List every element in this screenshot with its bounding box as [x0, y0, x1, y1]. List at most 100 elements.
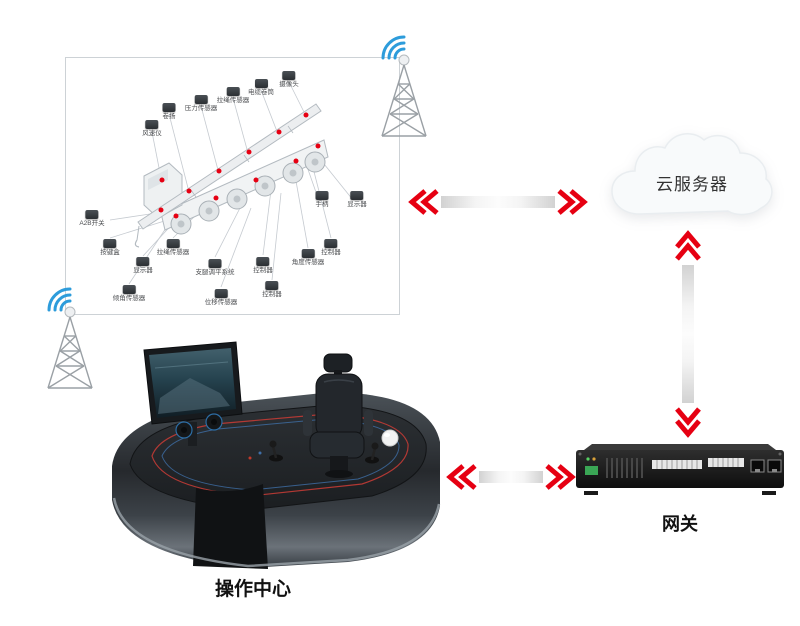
component-label: 显示器 — [347, 201, 367, 208]
tower-lattice — [47, 316, 93, 389]
component-label: 控制器 — [321, 249, 341, 256]
arrow-left-icon — [446, 464, 477, 490]
console-label: 操作中心 — [214, 579, 291, 600]
component-outrigger-leveling: 支腿调平系统 — [196, 259, 235, 277]
crane-sensor-panel: 卷扬 压力传感器 拉绳传感器 电缆卷筒 摄像头 风速仪 A2B开关 手柄 显示器… — [65, 57, 400, 315]
component-label: 角度传感器 — [291, 259, 325, 266]
component-label: 拉绳传感器 — [216, 97, 250, 104]
component-icon — [315, 191, 329, 200]
component-label: 显示器 — [133, 267, 153, 274]
component-icon — [254, 79, 268, 88]
gateway-node: 网关 — [570, 440, 790, 536]
vent-slots — [606, 458, 643, 478]
crane-truck-illustration — [109, 81, 354, 288]
component-angle-sensor: 角度传感器 — [291, 249, 325, 267]
tower-lattice — [381, 64, 427, 137]
link-band — [441, 196, 555, 208]
white-dome-control — [381, 429, 399, 447]
component-winch: 卷扬 — [162, 103, 176, 121]
component-icon — [122, 285, 136, 294]
screen-scene — [158, 378, 230, 414]
component-icon — [324, 239, 338, 248]
console-entry-opening — [193, 484, 268, 569]
signal-tower-icon — [47, 287, 93, 389]
component-label: 电缆卷筒 — [248, 89, 274, 96]
component-label: 卷扬 — [162, 113, 176, 120]
joystick-left — [269, 440, 283, 462]
component-rope-sensor-2: 拉绳传感器 — [156, 239, 190, 257]
blue-trim-line — [161, 418, 400, 491]
component-controller-2: 控制器 — [253, 257, 273, 275]
component-display-2: 显示器 — [133, 257, 153, 275]
component-icon — [350, 191, 364, 200]
link-console-to-gateway — [446, 464, 576, 490]
component-a2b-switch: A2B开关 — [79, 210, 105, 228]
component-icon — [166, 239, 180, 248]
component-label: 倾角传感器 — [112, 295, 146, 302]
component-icon — [162, 103, 176, 112]
component-keypad: 按键盒 — [100, 239, 120, 257]
gateway-device — [576, 444, 784, 495]
component-icon — [265, 281, 279, 290]
operator-seat — [303, 353, 373, 478]
terminal-strips — [652, 458, 744, 469]
component-label: 拉绳传感器 — [156, 249, 190, 256]
component-controller-1: 控制器 — [321, 239, 341, 257]
joystick-right — [365, 442, 379, 464]
link-panel-to-cloud — [408, 189, 588, 215]
arrow-left-icon — [408, 189, 439, 215]
sensor-point-markers — [158, 112, 321, 219]
component-icon — [226, 87, 240, 96]
component-label: 控制器 — [262, 291, 282, 298]
arrow-right-icon — [545, 464, 576, 490]
link-band — [682, 265, 694, 403]
component-icon — [256, 257, 270, 266]
component-display: 显示器 — [347, 191, 367, 209]
signal-tower-icon — [381, 35, 427, 137]
arrow-right-icon — [557, 189, 588, 215]
component-rope-sensor: 拉绳传感器 — [216, 87, 250, 105]
component-label: 摄像头 — [279, 81, 299, 88]
component-anemometer: 风速仪 — [142, 120, 162, 138]
cloud-icon — [611, 132, 773, 216]
component-icon — [301, 249, 315, 258]
monitor-stand — [188, 422, 197, 446]
component-icon — [194, 95, 208, 104]
wheel-hubs — [177, 158, 319, 228]
component-label: 按键盒 — [100, 249, 120, 256]
wifi-signal-icon — [381, 35, 406, 60]
component-pressure-sensor: 压力传感器 — [184, 95, 218, 113]
component-label: 风速仪 — [142, 130, 162, 137]
link-cloud-to-gateway — [675, 230, 701, 438]
component-tilt-sensor: 倾角传感器 — [112, 285, 146, 303]
component-icon — [85, 210, 99, 219]
component-camera: 摄像头 — [279, 71, 299, 89]
component-icon — [145, 120, 159, 129]
wifi-signal-icon — [47, 287, 72, 312]
operator-console-device — [112, 341, 441, 569]
component-icon — [214, 289, 228, 298]
component-displacement-sensor: 位移传感器 — [204, 289, 238, 307]
base-rim — [112, 497, 441, 568]
cloud-server-node: 云服务器 — [602, 122, 782, 232]
component-label: 位移传感器 — [204, 299, 238, 306]
arrow-up-icon — [675, 230, 701, 261]
link-band — [479, 471, 543, 483]
component-label: 压力传感器 — [184, 105, 218, 112]
cloud-server-label: 云服务器 — [656, 175, 728, 195]
component-label: 支腿调平系统 — [195, 269, 235, 276]
operation-console-node — [100, 338, 450, 573]
component-icon — [136, 257, 150, 266]
gateway-label: 网关 — [662, 514, 698, 534]
component-joystick: 手柄 — [315, 191, 329, 209]
terminal-connector — [585, 466, 598, 475]
component-label: 手柄 — [315, 201, 329, 208]
arrow-down-icon — [675, 407, 701, 438]
component-cable-reel: 电缆卷筒 — [248, 79, 274, 97]
component-icon — [282, 71, 296, 80]
ethernet-ports — [750, 459, 782, 473]
component-label: 控制器 — [253, 267, 273, 274]
component-controller-3: 控制器 — [262, 281, 282, 299]
crane-truck-body — [134, 103, 329, 248]
